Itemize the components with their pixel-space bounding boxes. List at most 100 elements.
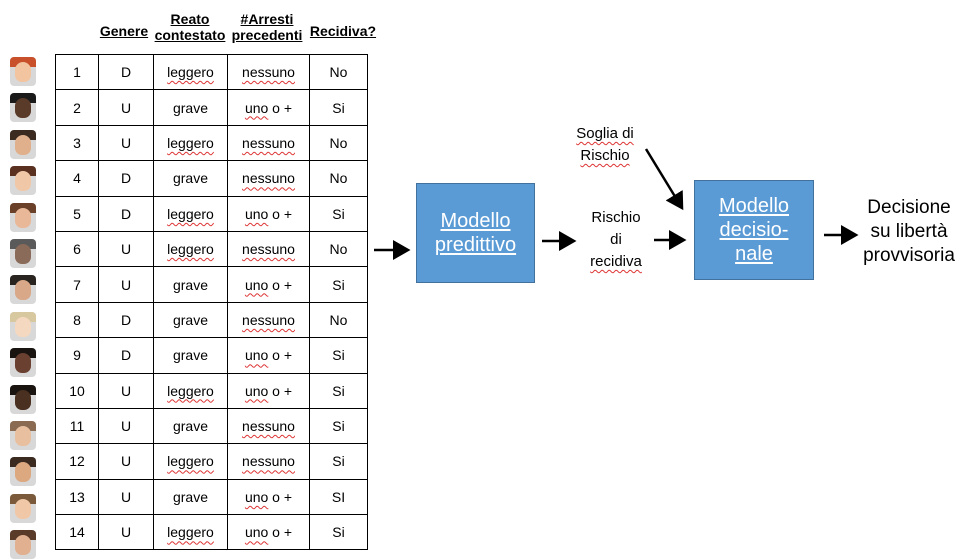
decision-model-line2: decisio- — [719, 219, 789, 241]
cell-text: 8 — [73, 311, 81, 328]
cell-arresti: nessuno — [227, 443, 310, 480]
cell-index: 9 — [55, 337, 99, 374]
cell-arresti: uno o + — [227, 266, 310, 303]
decision-model-line3: nale — [735, 243, 773, 265]
cell-text: uno o + — [244, 205, 293, 222]
cell-text: nessuno — [242, 241, 295, 258]
cell-text: 14 — [69, 524, 85, 541]
cell-arresti: uno o + — [227, 478, 310, 516]
cell-reato: leggero — [153, 230, 228, 268]
cell-text: Si — [332, 524, 345, 541]
header-recidiva-text: Recidiva? — [309, 23, 377, 39]
cell-reato: leggero — [153, 372, 228, 409]
cell-text: leggero — [167, 64, 214, 81]
cell-recidiva: Si — [309, 407, 368, 445]
cell-text: No — [329, 64, 348, 81]
threshold-line1: Soglia di — [576, 125, 634, 142]
cell-text: grave — [172, 170, 209, 187]
cell-reato: leggero — [153, 514, 228, 551]
header-genere: Genere — [96, 23, 152, 39]
defendant-photo — [10, 493, 36, 523]
risk-line1: Rischio — [591, 209, 641, 226]
cell-index: 14 — [55, 514, 99, 551]
cell-genere: D — [98, 337, 154, 374]
cell-arresti: uno o + — [227, 337, 310, 374]
cell-index: 13 — [55, 478, 99, 516]
header-reato: Reato contestato — [151, 11, 229, 43]
cell-text: U — [120, 382, 132, 399]
risk-line2: di — [610, 231, 622, 248]
cell-text: nessuno — [242, 418, 295, 435]
cell-text: D — [120, 205, 132, 222]
cell-text: leggero — [167, 134, 214, 151]
cell-text: U — [120, 134, 132, 151]
cell-text: uno o + — [244, 276, 293, 293]
header-arresti: #Arresti precedenti — [227, 11, 307, 43]
defendant-photo — [10, 348, 36, 378]
cell-arresti: nessuno — [227, 407, 310, 445]
cell-reato: grave — [153, 301, 228, 339]
cell-text: 12 — [69, 453, 85, 470]
cell-text: nessuno — [242, 453, 295, 470]
cell-text: grave — [172, 311, 209, 328]
cell-text: grave — [172, 276, 209, 293]
header-reato-line1: Reato — [170, 11, 210, 27]
cell-reato: grave — [153, 266, 228, 303]
cell-text: 5 — [73, 205, 81, 222]
cell-text: 3 — [73, 134, 81, 151]
cell-text: U — [120, 524, 132, 541]
cell-text: 4 — [73, 170, 81, 187]
cell-text: U — [120, 99, 132, 116]
cell-text: uno o + — [244, 488, 293, 505]
cell-text: 7 — [73, 276, 81, 293]
cell-arresti: nessuno — [227, 301, 310, 339]
cell-reato: leggero — [153, 124, 228, 162]
cell-genere: U — [98, 372, 154, 409]
cell-text: grave — [172, 99, 209, 116]
cell-recidiva: Si — [309, 372, 368, 409]
threshold-line2: Rischio — [580, 147, 630, 164]
decision-line3: provvisoria — [863, 245, 955, 266]
defendant-photo — [10, 129, 36, 159]
cell-reato: grave — [153, 337, 228, 374]
cell-recidiva: Si — [309, 514, 368, 551]
defendant-photo — [10, 384, 36, 414]
cell-text: 10 — [69, 382, 85, 399]
defendant-photo — [10, 239, 36, 268]
cell-genere: D — [98, 195, 154, 232]
arrow-threshold-to-decision — [644, 148, 684, 211]
cell-text: 2 — [73, 99, 81, 116]
cell-reato: leggero — [153, 195, 228, 232]
cell-genere: D — [98, 53, 154, 91]
cell-genere: U — [98, 230, 154, 268]
decision-line2: su libertà — [870, 221, 948, 242]
defendant-photo — [10, 202, 36, 232]
cell-text: Si — [332, 99, 345, 116]
cell-text: Si — [332, 276, 345, 293]
cell-text: grave — [172, 418, 209, 435]
decision-model-box: Modello decisio- nale — [694, 180, 814, 280]
defendant-photo — [10, 275, 36, 305]
cell-reato: grave — [153, 478, 228, 516]
cell-recidiva: Si — [309, 89, 368, 126]
cell-text: U — [120, 241, 132, 258]
cell-genere: U — [98, 89, 154, 126]
defendant-photo — [10, 57, 36, 86]
defendant-photo — [10, 421, 36, 450]
decision-output: Decisione su libertà provvisoria — [858, 196, 960, 268]
cell-recidiva: Si — [309, 337, 368, 374]
header-recidiva: Recidiva? — [308, 23, 378, 39]
risk-line3: recidiva — [590, 253, 642, 270]
cell-text: 13 — [69, 488, 85, 505]
defendant-photo — [10, 93, 36, 123]
